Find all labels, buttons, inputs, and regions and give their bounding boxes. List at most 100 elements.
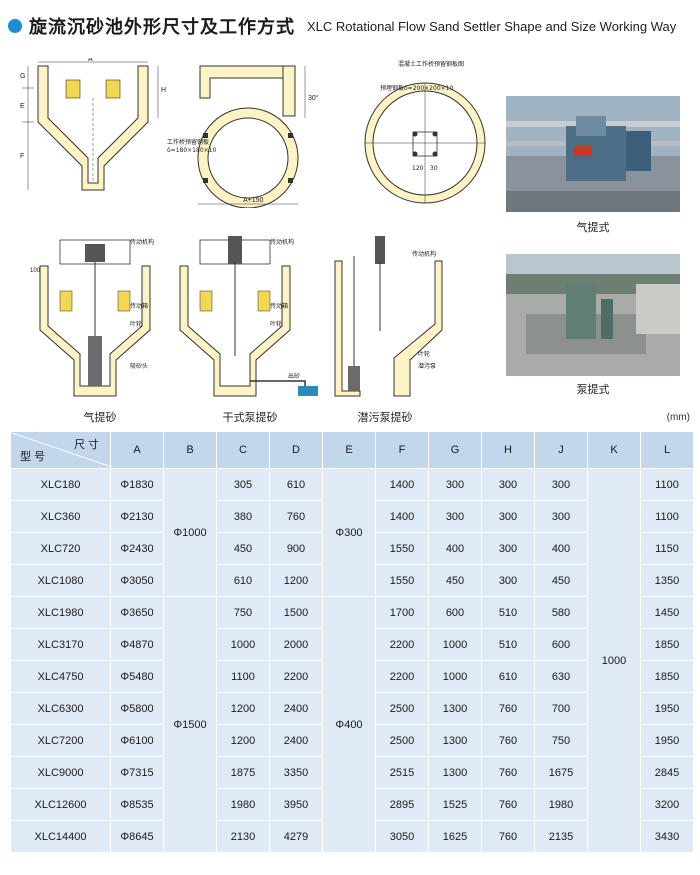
- side-label: 工作桥预留钢板: [167, 138, 209, 146]
- unit-label: (mm): [666, 412, 690, 423]
- dim-label-A: A: [88, 58, 93, 63]
- cell-H: 760: [481, 820, 535, 853]
- cell-L: 1450: [640, 596, 694, 629]
- mech3-label-3: 潜污泵: [418, 362, 436, 370]
- mech3-label-1: 传动机构: [412, 250, 436, 258]
- cell-K: 1000: [587, 468, 641, 853]
- cell-H: 760: [481, 692, 535, 725]
- section-drawing: G E F H A: [20, 58, 166, 191]
- cell-J: 1980: [534, 788, 588, 821]
- cell-A: Φ3050: [110, 564, 164, 597]
- cell-A: Φ3650: [110, 596, 164, 629]
- mech2-label-3: 叶轮: [270, 320, 282, 328]
- cell-J: 600: [534, 628, 588, 661]
- cell-F: 1550: [375, 564, 429, 597]
- drawing-caption-1: 气提砂: [83, 411, 117, 424]
- col-header-H: H: [481, 431, 535, 469]
- cell-L: 1100: [640, 468, 694, 501]
- model-cell: XLC1080: [10, 564, 111, 597]
- cell-G: 300: [428, 468, 482, 501]
- cell-D: 610: [269, 468, 323, 501]
- side-label2: δ=180×180×10: [167, 147, 216, 154]
- cell-D: 3950: [269, 788, 323, 821]
- col-header-G: G: [428, 431, 482, 469]
- col-header-E: E: [322, 431, 376, 469]
- photo-caption-1: 气提式: [576, 221, 610, 234]
- mech2-label-4: 出砂: [288, 372, 300, 380]
- cell-C: 2130: [216, 820, 270, 853]
- mech-label-3: 叶轮: [130, 320, 142, 328]
- cell-L: 1150: [640, 532, 694, 565]
- cell-L: 2845: [640, 756, 694, 789]
- cell-B-group-2: Φ1500: [163, 596, 217, 853]
- cell-G: 1300: [428, 692, 482, 725]
- model-cell: XLC1980: [10, 596, 111, 629]
- cell-H: 300: [481, 468, 535, 501]
- cell-D: 2400: [269, 724, 323, 757]
- cell-J: 630: [534, 660, 588, 693]
- cell-H: 300: [481, 500, 535, 533]
- model-cell: XLC6300: [10, 692, 111, 725]
- corner-top-label: 尺 寸: [73, 439, 99, 451]
- cell-D: 760: [269, 500, 323, 533]
- table-corner-header: 尺 寸 型 号: [10, 431, 112, 469]
- cell-L: 1950: [640, 692, 694, 725]
- model-cell: XLC180: [10, 468, 111, 501]
- submersible-pump-drawing: 传动机构 叶轮 潜污泵: [334, 236, 443, 397]
- cell-C: 450: [216, 532, 270, 565]
- cell-C: 750: [216, 596, 270, 629]
- mech-label-4: 吸砂头: [130, 362, 148, 370]
- title-en: XLC Rotational Flow Sand Settler Shape a…: [307, 18, 677, 34]
- cell-F: 1550: [375, 532, 429, 565]
- drawing-caption-3: 潜污泵提砂: [357, 411, 413, 424]
- cell-H: 760: [481, 788, 535, 821]
- mech3-label-2: 叶轮: [418, 350, 430, 358]
- cell-G: 1000: [428, 660, 482, 693]
- cell-F: 1700: [375, 596, 429, 629]
- cell-L: 1950: [640, 724, 694, 757]
- mech-label-1: 传动机构: [130, 238, 154, 246]
- col-header-A: A: [110, 431, 164, 469]
- cell-G: 400: [428, 532, 482, 565]
- cell-D: 2000: [269, 628, 323, 661]
- cell-D: 1500: [269, 596, 323, 629]
- cell-A: Φ7315: [110, 756, 164, 789]
- plan-drawing: 混凝土工作桥预留钢板图 预埋钢板δ=200×200×10 120 30: [364, 60, 486, 204]
- model-cell: XLC360: [10, 500, 111, 533]
- cell-L: 1100: [640, 500, 694, 533]
- cell-L: 1850: [640, 628, 694, 661]
- plan-dim-2: 30: [430, 165, 438, 172]
- col-header-C: C: [216, 431, 270, 469]
- dim-label-E: E: [20, 103, 25, 110]
- mech2-label-1: 传动机构: [270, 238, 294, 246]
- air-lift-drawing: 传动机构 传动箱 叶轮 吸砂头 100: [30, 238, 154, 397]
- col-header-K: K: [587, 431, 641, 469]
- cell-D: 3350: [269, 756, 323, 789]
- cell-L: 3200: [640, 788, 694, 821]
- cell-H: 510: [481, 596, 535, 629]
- dim-label-H: H: [161, 87, 166, 94]
- model-cell: XLC12600: [10, 788, 111, 821]
- cell-F: 2895: [375, 788, 429, 821]
- cell-J: 750: [534, 724, 588, 757]
- cell-D: 900: [269, 532, 323, 565]
- dim-100-label: 100: [30, 268, 41, 274]
- cell-H: 610: [481, 660, 535, 693]
- cell-F: 1400: [375, 468, 429, 501]
- dim-30-label: 30°: [308, 94, 319, 102]
- cell-D: 2400: [269, 692, 323, 725]
- photo-caption-2: 泵提式: [576, 383, 610, 396]
- mech-label-2: 传动箱: [130, 302, 148, 310]
- cell-D: 4279: [269, 820, 323, 853]
- title-cn: 旋流沉砂池外形尺寸及工作方式: [29, 17, 295, 38]
- cell-C: 1875: [216, 756, 270, 789]
- cell-F: 1400: [375, 500, 429, 533]
